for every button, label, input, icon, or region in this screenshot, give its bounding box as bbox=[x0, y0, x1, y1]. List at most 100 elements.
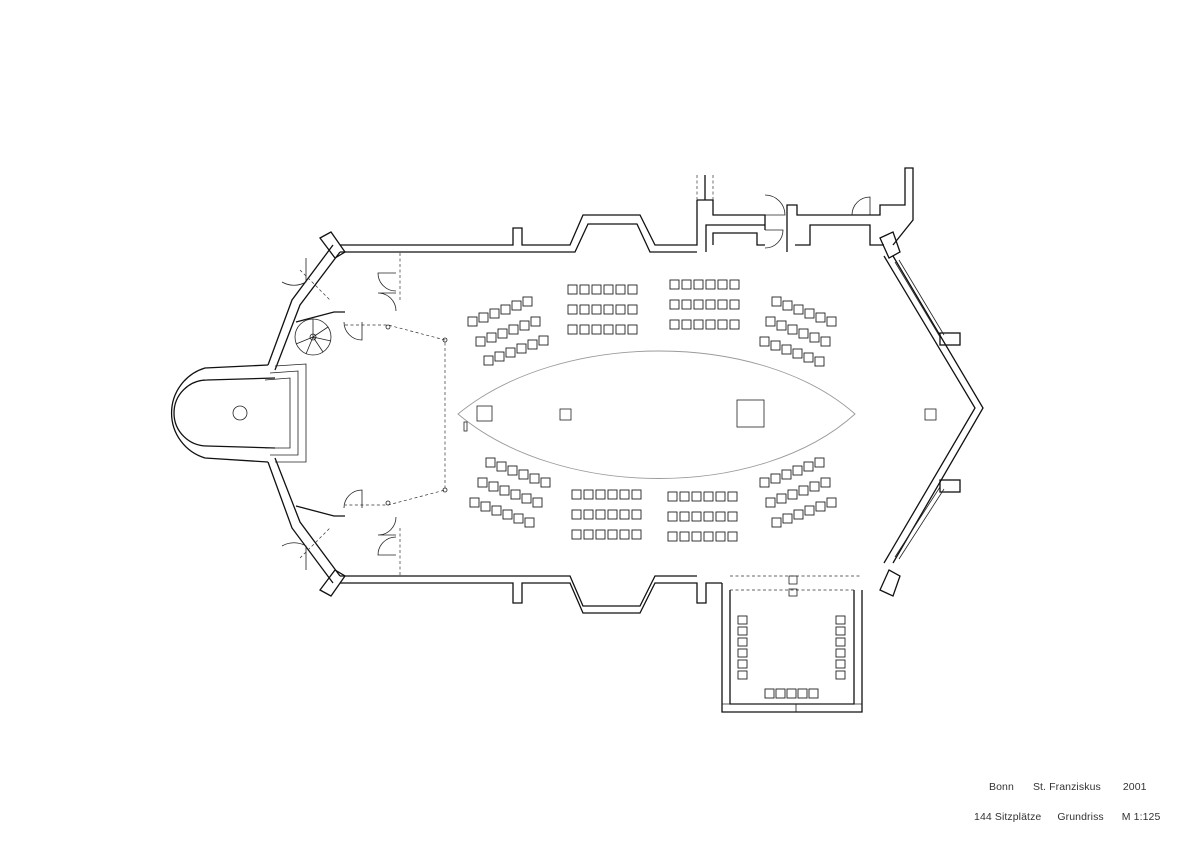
seat bbox=[669, 319, 680, 330]
seat bbox=[798, 328, 809, 339]
seat bbox=[693, 279, 704, 290]
seat bbox=[808, 688, 819, 699]
seat bbox=[797, 688, 808, 699]
seat bbox=[583, 509, 594, 520]
seat bbox=[693, 299, 704, 310]
seat bbox=[508, 324, 519, 335]
seat bbox=[607, 529, 618, 540]
seat bbox=[759, 477, 770, 488]
seat bbox=[502, 509, 513, 520]
seat bbox=[500, 304, 511, 315]
seat bbox=[591, 304, 602, 315]
seat bbox=[591, 284, 602, 295]
seat bbox=[477, 477, 488, 488]
seat bbox=[540, 477, 551, 488]
seat bbox=[485, 457, 496, 468]
seat bbox=[691, 531, 702, 542]
seat bbox=[669, 279, 680, 290]
seat bbox=[567, 324, 578, 335]
seat bbox=[835, 670, 846, 680]
seat bbox=[703, 491, 714, 502]
seat bbox=[835, 637, 846, 647]
apse bbox=[170, 363, 307, 463]
seating bbox=[467, 279, 846, 699]
seat bbox=[532, 497, 543, 508]
seat bbox=[603, 304, 614, 315]
seat bbox=[491, 505, 502, 516]
seat bbox=[691, 511, 702, 522]
seat bbox=[705, 299, 716, 310]
seat bbox=[603, 324, 614, 335]
seat bbox=[705, 279, 716, 290]
seat bbox=[507, 465, 518, 476]
seat bbox=[627, 284, 638, 295]
seat bbox=[595, 529, 606, 540]
seat bbox=[759, 336, 770, 347]
seat bbox=[619, 509, 630, 520]
seat bbox=[835, 659, 846, 669]
seat bbox=[467, 316, 478, 327]
seat bbox=[667, 511, 678, 522]
seat bbox=[505, 347, 516, 358]
seat bbox=[679, 491, 690, 502]
seat bbox=[521, 493, 532, 504]
seat bbox=[729, 299, 740, 310]
seat bbox=[631, 489, 642, 500]
outer-walls bbox=[267, 200, 984, 614]
seat bbox=[595, 509, 606, 520]
seat bbox=[781, 344, 792, 355]
seat bbox=[798, 485, 809, 496]
seat bbox=[679, 511, 690, 522]
seat bbox=[631, 509, 642, 520]
seat bbox=[475, 336, 486, 347]
seat bbox=[835, 615, 846, 625]
seat bbox=[669, 299, 680, 310]
seat bbox=[826, 497, 837, 508]
seat bbox=[771, 296, 782, 307]
seat bbox=[603, 284, 614, 295]
seat bbox=[480, 501, 491, 512]
seat bbox=[765, 316, 776, 327]
seat bbox=[737, 670, 748, 680]
seat bbox=[530, 316, 541, 327]
seat bbox=[729, 279, 740, 290]
seat bbox=[737, 615, 748, 625]
seat bbox=[803, 461, 814, 472]
seat bbox=[579, 284, 590, 295]
seat bbox=[717, 319, 728, 330]
seat bbox=[489, 308, 500, 319]
seat bbox=[579, 324, 590, 335]
seat bbox=[814, 457, 825, 468]
seat bbox=[583, 529, 594, 540]
seat bbox=[567, 304, 578, 315]
seat bbox=[737, 648, 748, 658]
seat bbox=[804, 308, 815, 319]
seat bbox=[814, 356, 825, 367]
seat bbox=[681, 279, 692, 290]
seat bbox=[607, 509, 618, 520]
seat bbox=[579, 304, 590, 315]
buttresses bbox=[319, 231, 961, 597]
seat bbox=[820, 336, 831, 347]
seat bbox=[715, 511, 726, 522]
seat bbox=[494, 351, 505, 362]
seat bbox=[681, 319, 692, 330]
seat bbox=[607, 489, 618, 500]
seat bbox=[615, 284, 626, 295]
seat bbox=[488, 481, 499, 492]
seat bbox=[496, 461, 507, 472]
seat bbox=[518, 469, 529, 480]
seat bbox=[809, 481, 820, 492]
seat bbox=[524, 517, 535, 528]
seat bbox=[667, 491, 678, 502]
seat bbox=[469, 497, 480, 508]
seat bbox=[693, 319, 704, 330]
seat bbox=[782, 300, 793, 311]
seat bbox=[717, 299, 728, 310]
caption-seats: 144 Sitzplätze bbox=[974, 811, 1042, 823]
seat bbox=[486, 332, 497, 343]
seat bbox=[727, 531, 738, 542]
seat bbox=[803, 352, 814, 363]
